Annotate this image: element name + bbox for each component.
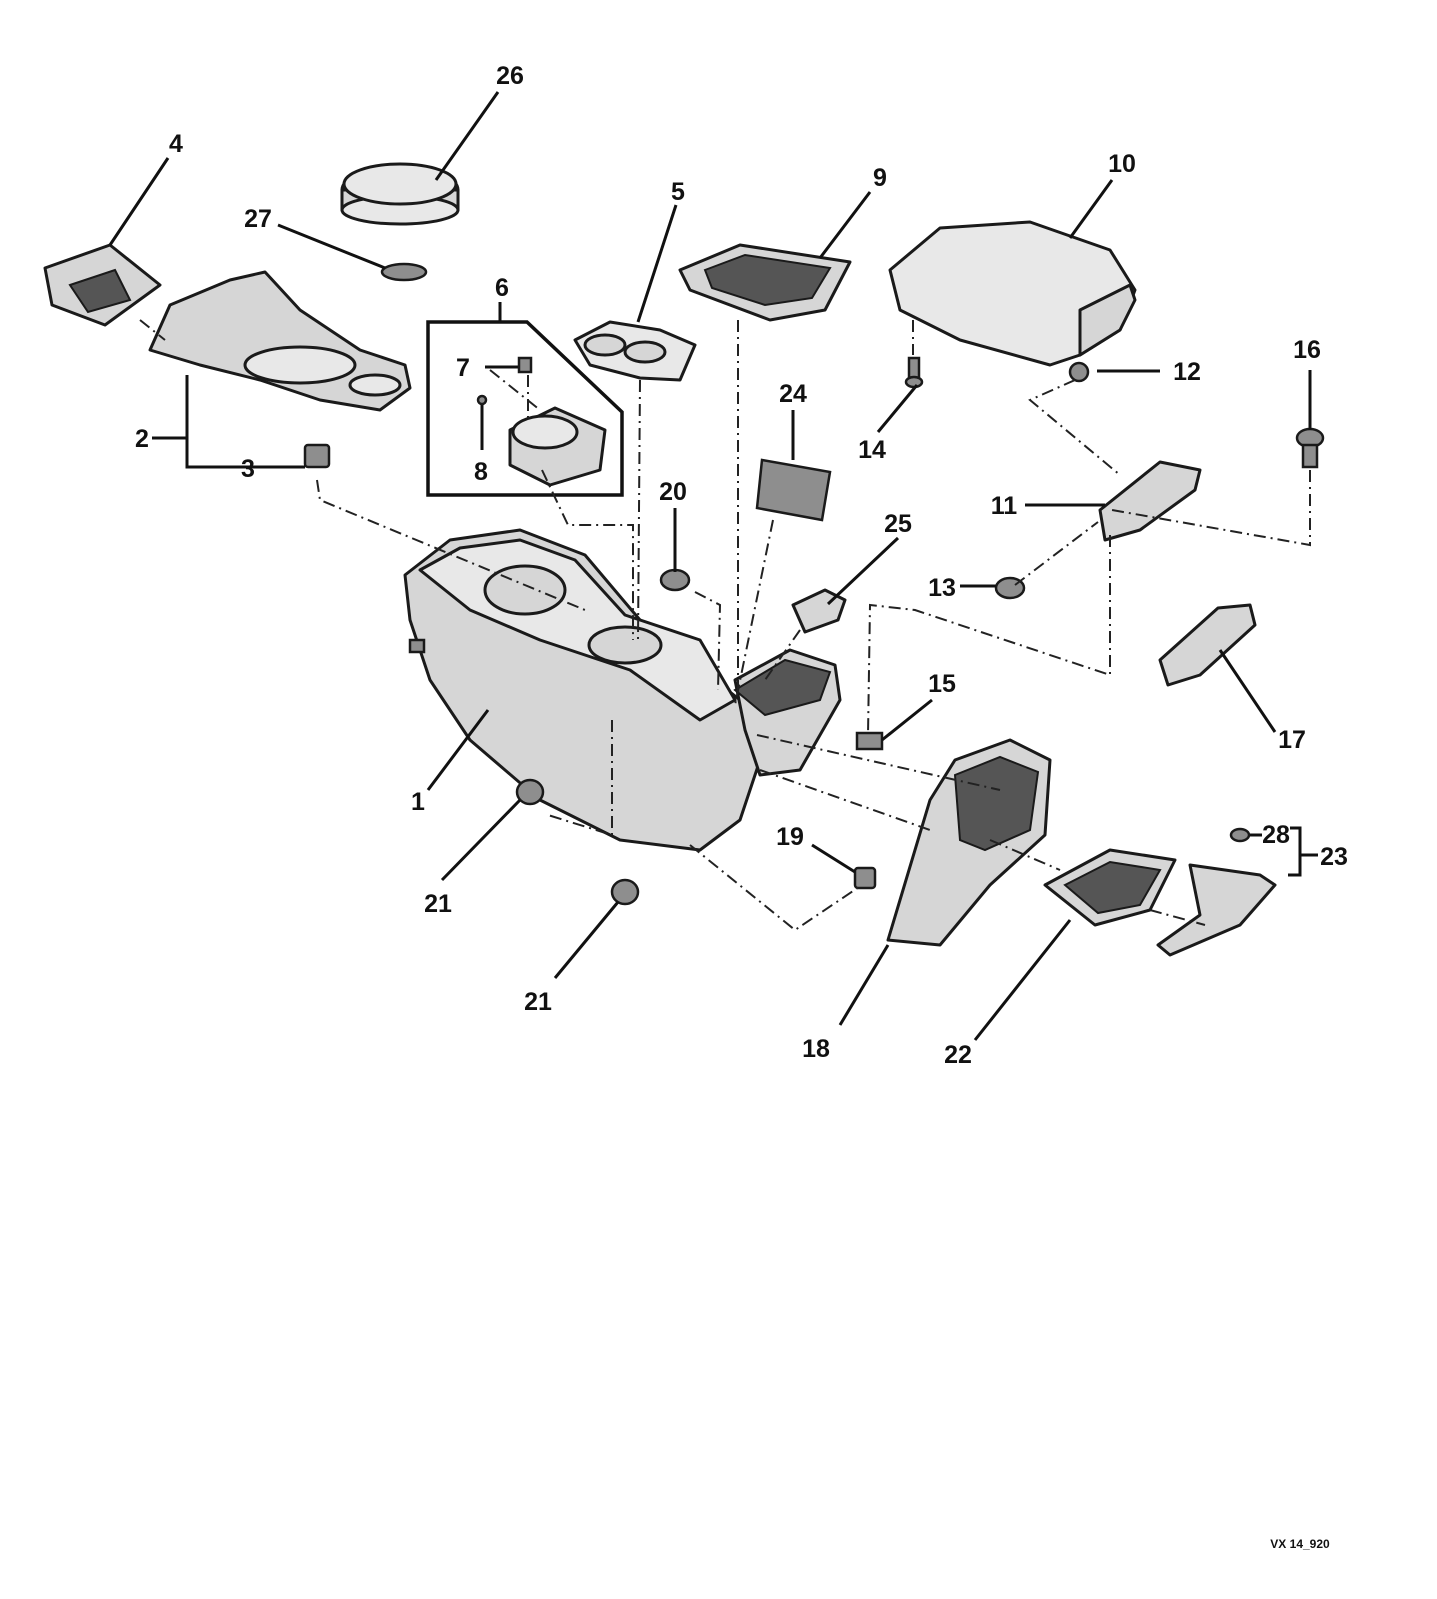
- callout-16: 16: [1293, 336, 1321, 364]
- callout-28: 28: [1262, 821, 1290, 849]
- callout-labels: 26 4 27 5 9 10 6 7 8 12 16 24 14 2 3 20 …: [135, 62, 1348, 1069]
- part-26-lid: [340, 162, 460, 226]
- callout-23: 23: [1320, 843, 1348, 871]
- callout-24: 24: [779, 380, 807, 408]
- callout-12: 12: [1173, 358, 1201, 386]
- callout-7: 7: [456, 354, 470, 382]
- callout-10: 10: [1108, 150, 1136, 178]
- part-23-cover: [1156, 863, 1277, 957]
- assembly-lines: [139, 319, 1311, 932]
- callout-9: 9: [873, 164, 887, 192]
- part-27-clip: [380, 262, 428, 282]
- part-19-nut: [853, 866, 877, 890]
- part-18-rear-panel: [886, 738, 1052, 947]
- callout-15: 15: [928, 670, 956, 698]
- callout-25: 25: [884, 510, 912, 538]
- part-20-screw: [659, 568, 691, 592]
- part-6-ashtray: [508, 406, 607, 487]
- part-16-pin: [1295, 427, 1325, 469]
- callout-4: 4: [169, 130, 183, 158]
- callout-2: 2: [135, 425, 149, 453]
- part-11-hinge: [1098, 460, 1202, 542]
- part-28-clip: [1229, 827, 1251, 843]
- part-2-trim-panel: [148, 270, 412, 412]
- part-14-pin: [904, 356, 924, 389]
- part-7-clip: [517, 356, 533, 374]
- part-10-armrest: [888, 220, 1137, 367]
- callout-17: 17: [1278, 726, 1306, 754]
- part-21-screw-b: [610, 878, 640, 906]
- callout-21b: 21: [524, 988, 552, 1016]
- callout-8: 8: [474, 458, 488, 486]
- part-22-grille: [1043, 848, 1177, 927]
- figure-reference: VX 14_920: [1270, 1537, 1330, 1551]
- callout-6: 6: [495, 274, 509, 302]
- callout-22: 22: [944, 1041, 972, 1069]
- box-6: [426, 320, 624, 497]
- callout-14: 14: [858, 436, 886, 464]
- callout-27: 27: [244, 205, 272, 233]
- part-9-tray: [678, 243, 852, 322]
- part-5-insert: [573, 320, 697, 382]
- part-1-console: [403, 528, 842, 852]
- callout-5: 5: [671, 178, 685, 206]
- part-15-clip: [855, 731, 884, 751]
- callout-13: 13: [928, 574, 956, 602]
- part-8-pin: [476, 394, 488, 406]
- callout-3: 3: [241, 455, 255, 483]
- part-3-clip: [303, 443, 331, 469]
- part-24-panel: [755, 458, 832, 522]
- callout-20: 20: [659, 478, 687, 506]
- callout-1: 1: [411, 788, 425, 816]
- leader-lines: [108, 91, 1318, 1041]
- callout-21a: 21: [424, 890, 452, 918]
- callout-11: 11: [991, 492, 1018, 520]
- part-12-bush: [1068, 361, 1090, 383]
- part-21-screw-a: [515, 778, 545, 806]
- part-4-vent: [43, 243, 162, 327]
- callout-19: 19: [776, 823, 804, 851]
- callout-26: 26: [496, 62, 524, 90]
- part-17-bracket: [1158, 603, 1257, 687]
- callout-18: 18: [802, 1035, 830, 1063]
